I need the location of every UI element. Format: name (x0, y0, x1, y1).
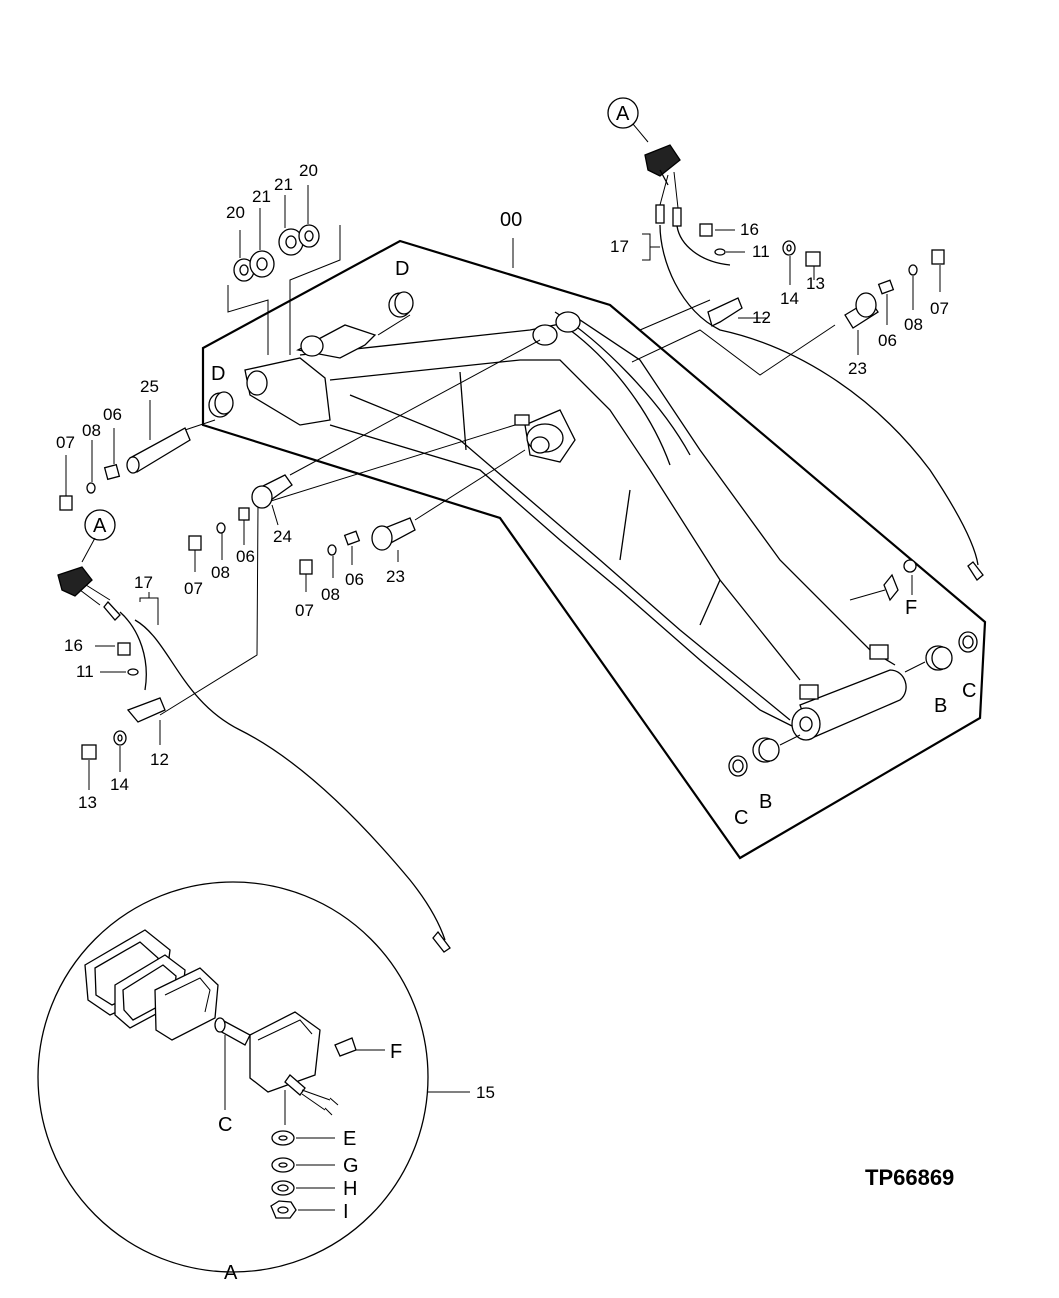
leader-bc-bottom (779, 734, 801, 746)
label-pin-25: 25 (140, 377, 159, 396)
detail-washer-e (271, 1130, 295, 1146)
callout-g-detail: G (343, 1155, 359, 1177)
label-screw-16-right: 16 (740, 220, 759, 239)
label-pin-23-center: 23 (386, 567, 405, 586)
lamp-right (644, 144, 984, 581)
washer-c-bottom (728, 755, 748, 777)
detail-a-circle (37, 881, 429, 1273)
callout-d-left: D (211, 363, 225, 385)
label-plate-06-center: 06 (345, 570, 364, 589)
callout-d-top: D (395, 258, 409, 280)
lamp-housing-detail (214, 1011, 385, 1116)
top-washer-group (227, 185, 341, 355)
lamp-left (57, 566, 451, 953)
callout-detail-a: A (224, 1262, 238, 1284)
label-detail-15: 15 (476, 1083, 495, 1102)
label-washer-20a: 20 (226, 203, 245, 222)
label-washer-08-center: 08 (321, 585, 340, 604)
label-washer-21a: 21 (252, 187, 271, 206)
leader-bc-right (904, 661, 926, 673)
leader-pin-23-center (414, 449, 526, 521)
label-part-11-left: 11 (76, 662, 94, 681)
label-bracket-12-right: 12 (752, 308, 771, 327)
washer-c-right (958, 631, 978, 653)
leader-f-right (849, 589, 886, 601)
pin-24-assembly (188, 474, 293, 572)
callout-c-right: C (962, 680, 976, 702)
leader-left-lamp (159, 424, 516, 716)
label-plate-06-right: 06 (878, 331, 897, 350)
lamp-lens-covers (84, 929, 219, 1041)
label-bundle-17-right: 17 (610, 237, 629, 256)
callout-a-top-circle (607, 97, 639, 129)
label-bolt-07-middle: 07 (184, 579, 203, 598)
callout-a-left-circle (84, 509, 116, 541)
callout-f-right: F (905, 597, 917, 619)
label-bundle-17-left: 17 (134, 573, 153, 592)
callout-f-detail: F (390, 1041, 402, 1063)
fastener-f-right (883, 559, 917, 602)
label-bolt-13-left: 13 (78, 793, 97, 812)
bushing-d-top (388, 291, 414, 318)
label-assembly-00: 00 (500, 209, 522, 231)
label-part-11-right: 11 (752, 242, 770, 261)
boom-body (244, 311, 907, 741)
label-washer-14-right: 14 (780, 289, 799, 308)
label-bolt-13-right: 13 (806, 274, 825, 293)
label-pin-23-right: 23 (848, 359, 867, 378)
leader-pin-24 (289, 339, 541, 476)
detail-nut-i (270, 1200, 297, 1219)
label-bolt-07-center: 07 (295, 601, 314, 620)
boom-callout-frame (201, 239, 987, 860)
pin-25-assembly (59, 400, 191, 511)
label-plate-06-left: 06 (103, 405, 122, 424)
callout-a-left: A (93, 515, 107, 537)
callout-e-detail: E (343, 1128, 356, 1150)
callout-h-detail: H (343, 1178, 357, 1200)
label-washer-08-left: 08 (82, 421, 101, 440)
label-pin-24: 24 (273, 527, 292, 546)
bushing-b-bottom (752, 737, 780, 763)
leader-lamp-right (639, 299, 711, 331)
leader-pin-23-right (631, 324, 836, 376)
detail-washer-g (271, 1157, 295, 1173)
callout-b-right: B (934, 695, 947, 717)
leader-pin-25 (184, 419, 216, 431)
label-screw-16-left: 16 (64, 636, 83, 655)
label-washer-20b: 20 (299, 161, 318, 180)
callout-b-bottom: B (759, 791, 772, 813)
pin-23-right-assembly (844, 249, 945, 355)
bushing-b-right (925, 645, 953, 671)
label-bracket-12-left: 12 (150, 750, 169, 769)
figure-reference: TP66869 (865, 1165, 954, 1190)
label-washer-08-middle: 08 (211, 563, 230, 582)
label-bolt-07-left: 07 (56, 433, 75, 452)
callout-c-detail: C (218, 1114, 232, 1136)
callout-a-top: A (616, 103, 630, 125)
label-plate-06-middle: 06 (236, 547, 255, 566)
callout-i-detail: I (343, 1201, 349, 1223)
leader-d-top (377, 314, 411, 336)
label-washer-14-left: 14 (110, 775, 129, 794)
label-washer-21b: 21 (274, 175, 293, 194)
label-bolt-07-right: 07 (930, 299, 949, 318)
detail-ring-h (271, 1180, 295, 1196)
label-washer-08-right: 08 (904, 315, 923, 334)
bushing-d-left (208, 391, 234, 418)
callout-c-bottom: C (734, 807, 748, 829)
pin-23-center-assembly (299, 517, 416, 592)
